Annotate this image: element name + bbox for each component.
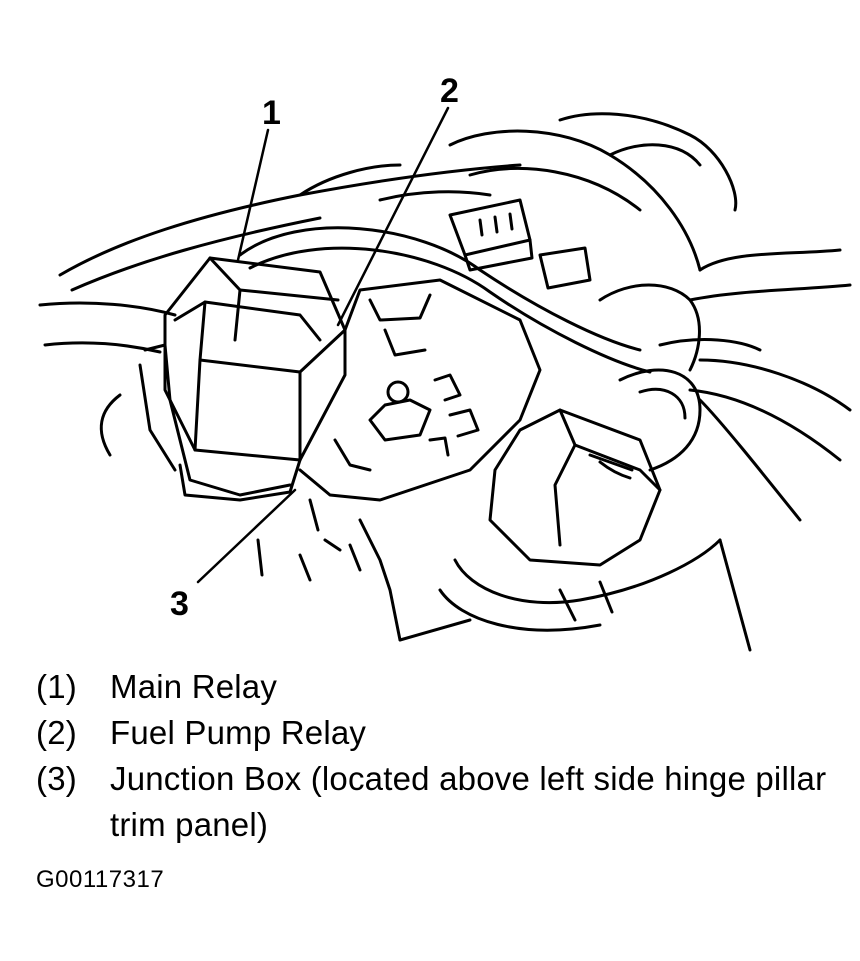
callout-3: 3 bbox=[170, 585, 189, 623]
junction-box bbox=[256, 278, 542, 642]
legend-label: Fuel Pump Relay bbox=[110, 714, 367, 751]
main-relay bbox=[138, 256, 347, 502]
harness-connectors bbox=[448, 198, 592, 290]
right-harness-bundle bbox=[448, 112, 852, 522]
legend-label: Main Relay bbox=[110, 668, 278, 705]
legend-item-fuel-pump-relay: (2) Fuel Pump Relay bbox=[36, 710, 836, 756]
leader-line-2 bbox=[336, 106, 450, 327]
legend: (1) Main Relay (2) Fuel Pump Relay (3) J… bbox=[36, 664, 836, 848]
leader-line-1 bbox=[236, 128, 270, 262]
fuel-pump-relay bbox=[398, 408, 752, 652]
legend-label: Junction Box (located above left side hi… bbox=[110, 760, 827, 843]
leader-line-3 bbox=[196, 488, 297, 584]
legend-item-main-relay: (1) Main Relay bbox=[36, 664, 836, 710]
relay-location-illustration: 1 2 3 bbox=[38, 72, 852, 652]
figure-id: G00117317 bbox=[36, 866, 165, 893]
legend-item-junction-box: (3) Junction Box (located above left sid… bbox=[36, 756, 836, 848]
leader-lines bbox=[196, 106, 450, 584]
legend-number: (2) bbox=[36, 714, 77, 751]
legend-number: (3) bbox=[36, 760, 77, 797]
legend-number: (1) bbox=[36, 668, 77, 705]
callout-2: 2 bbox=[440, 72, 459, 110]
callout-1: 1 bbox=[262, 94, 281, 132]
wiring-harness bbox=[38, 163, 652, 457]
